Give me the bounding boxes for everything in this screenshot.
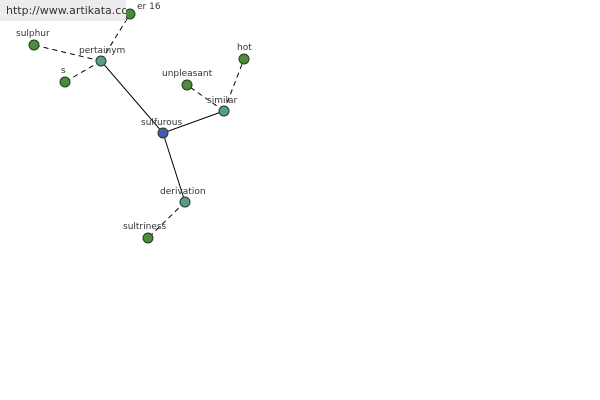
node-label-sulphur[interactable]: sulphur <box>16 29 50 39</box>
node-derivation[interactable]: derivation <box>160 187 206 208</box>
node-label-sultriness[interactable]: sultriness <box>123 222 167 232</box>
node-circle-sulphur[interactable] <box>28 39 40 51</box>
node-similar[interactable]: similar <box>207 96 237 117</box>
node-sultriness[interactable]: sultriness <box>123 222 167 244</box>
node-circle-s[interactable] <box>59 76 71 88</box>
graph-edges <box>33 13 245 239</box>
edge-derivation-sultriness <box>147 201 186 239</box>
watermark-link[interactable]: http://www.artikata.com <box>0 0 126 21</box>
node-number16[interactable]: er 16 <box>124 2 161 20</box>
edge-similar-unpleasant <box>186 84 225 112</box>
node-circle-derivation[interactable] <box>179 196 191 208</box>
node-s[interactable]: s <box>59 66 71 88</box>
node-sulphur[interactable]: sulphur <box>16 29 50 51</box>
node-sulfurous[interactable]: sulfurous <box>141 118 182 139</box>
node-circle-number16[interactable] <box>124 8 136 20</box>
node-unpleasant[interactable]: unpleasant <box>162 69 213 91</box>
node-label-pertainym[interactable]: pertainym <box>79 46 125 56</box>
edge-sulfurous-derivation <box>162 132 186 203</box>
edge-sulfurous-pertainym <box>100 60 164 134</box>
node-label-derivation[interactable]: derivation <box>160 187 206 197</box>
graph-nodes: sulfurous pertainym similar derivation sulph… <box>16 2 252 244</box>
edge-sulfurous-similar <box>162 110 225 134</box>
edge-pertainym-sulphur <box>33 44 102 62</box>
node-label-number16[interactable]: er 16 <box>137 2 161 12</box>
node-circle-pertainym[interactable] <box>95 55 107 67</box>
node-circle-unpleasant[interactable] <box>181 79 193 91</box>
node-pertainym[interactable]: pertainym <box>79 46 125 67</box>
edge-pertainym-number16 <box>100 13 131 62</box>
node-circle-hot[interactable] <box>238 53 250 65</box>
node-label-s[interactable]: s <box>61 66 66 76</box>
node-circle-sulfurous[interactable] <box>157 127 169 139</box>
node-label-sulfurous[interactable]: sulfurous <box>141 118 182 128</box>
node-label-hot[interactable]: hot <box>237 43 252 53</box>
node-circle-similar[interactable] <box>218 105 230 117</box>
edge-similar-hot <box>223 58 245 112</box>
edge-pertainym-s <box>64 60 102 83</box>
node-label-similar[interactable]: similar <box>207 96 237 106</box>
node-label-unpleasant[interactable]: unpleasant <box>162 69 213 79</box>
node-circle-sultriness[interactable] <box>142 232 154 244</box>
node-hot[interactable]: hot <box>237 43 252 65</box>
